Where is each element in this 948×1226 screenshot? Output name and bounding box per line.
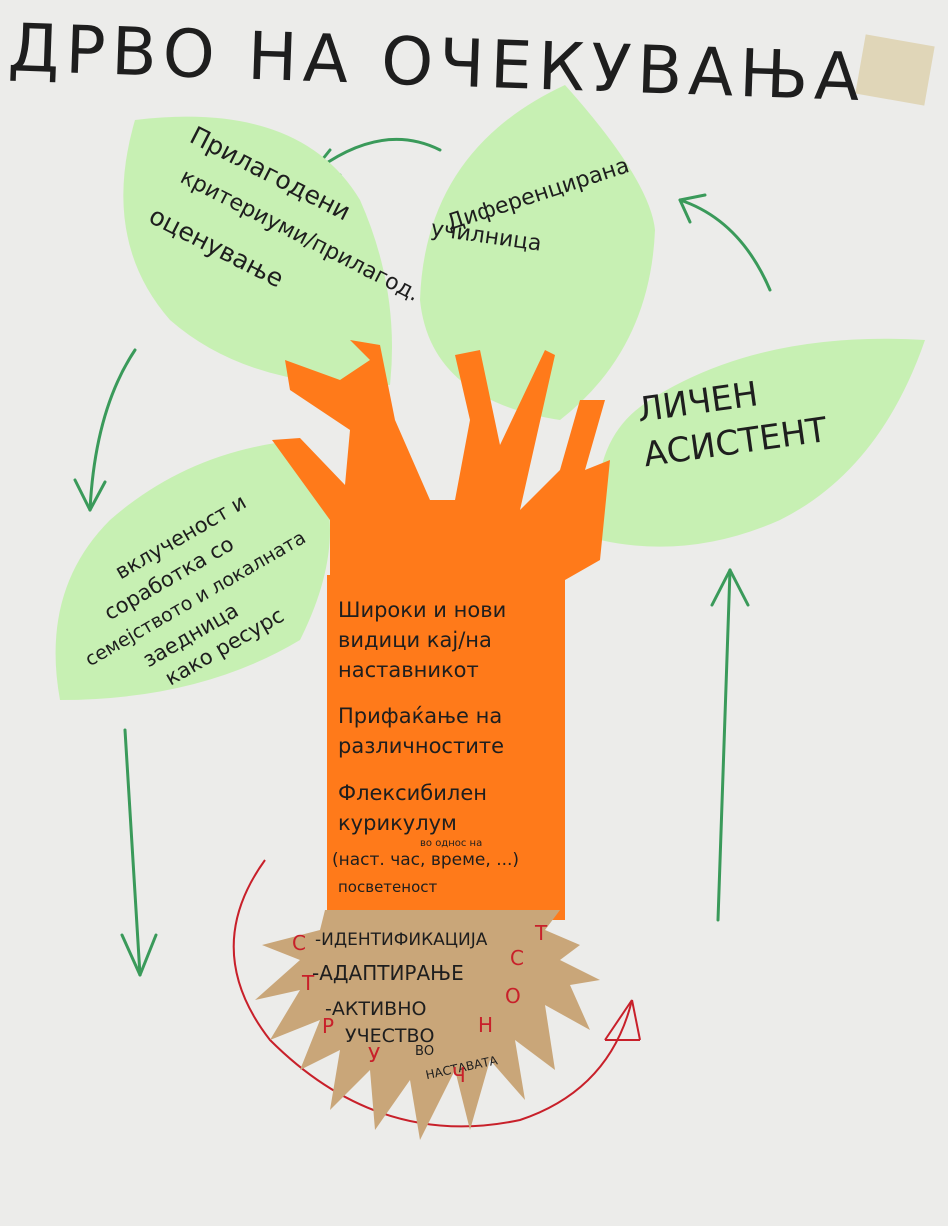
root-letters: С Т Р У Т С О Н Ч xyxy=(292,921,548,1087)
roots-text: -ИДЕНТИФИКАЦИЈА -АДАПТИРАЊЕ -АКТИВНО УЧЕ… xyxy=(312,930,500,1082)
tree-roots xyxy=(255,910,600,1140)
trunk-line-6: Флексибилен xyxy=(338,781,487,805)
roots-line-2: -АДАПТИРАЊЕ xyxy=(312,961,464,985)
root-letter-right-1: Т xyxy=(534,921,548,945)
arrow-left-long xyxy=(123,728,142,977)
root-letter-left-2: Т xyxy=(301,971,315,995)
trunk-line-5: различностите xyxy=(338,734,504,758)
arrow-right-up-head xyxy=(678,193,707,224)
tree-trunk xyxy=(272,340,610,920)
trunk-line-3: наставникот xyxy=(338,658,479,682)
root-letter-right-3: О xyxy=(505,984,521,1008)
trunk-text: Широки и нови видици кај/на наставникот … xyxy=(332,598,519,896)
trunk-line-1: Широки и нови xyxy=(338,598,506,622)
trunk-line-4: Прифаќање на xyxy=(338,704,502,728)
leaf-top-middle xyxy=(420,85,655,420)
trunk-line-2: видици кај/на xyxy=(338,628,492,652)
roots-line-3: -АКТИВНО xyxy=(325,998,426,1020)
roots-line-4: УЧЕСТВО xyxy=(345,1025,434,1047)
root-letter-left-4: У xyxy=(368,1043,380,1067)
leaf-right xyxy=(597,338,925,547)
trunk-line-9: (наст. час, време, ...) xyxy=(332,850,519,870)
arrow-right-long-head xyxy=(710,568,750,607)
tape-strip xyxy=(855,34,935,106)
cycle-arrows xyxy=(73,137,772,977)
root-letter-left-3: Р xyxy=(322,1014,334,1038)
root-letter-right-2: С xyxy=(510,946,524,970)
arrow-left-down xyxy=(88,348,137,512)
trunk-line-10: посветеност xyxy=(338,878,437,896)
roots-line-1: -ИДЕНТИФИКАЦИЈА xyxy=(315,930,488,950)
arrow-left-long-head xyxy=(120,933,158,977)
leaf-left xyxy=(55,440,331,700)
root-letter-left-1: С xyxy=(292,931,306,955)
root-letter-right-4: Н xyxy=(478,1013,493,1037)
arrow-right-up xyxy=(678,198,772,292)
leaf-top-left xyxy=(123,116,393,386)
arrow-right-long xyxy=(716,568,732,922)
trunk-line-8: во однос на xyxy=(420,838,482,849)
roots-line-5: ВО xyxy=(415,1044,434,1059)
trunk-line-7: курикулум xyxy=(338,811,457,835)
arrow-left-down-head xyxy=(73,478,107,512)
root-letter-right-5: Ч xyxy=(452,1063,466,1087)
